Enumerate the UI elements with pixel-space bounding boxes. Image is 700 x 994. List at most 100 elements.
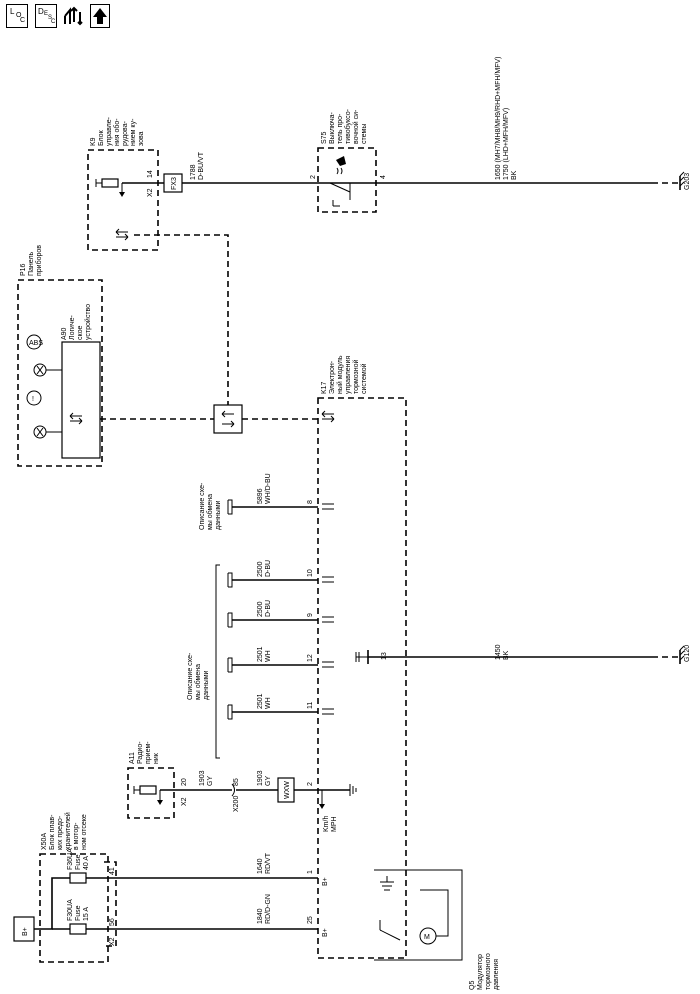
p16-label: P16 Панель приборов bbox=[20, 245, 43, 276]
x200-pin-85: 85 bbox=[233, 778, 240, 786]
k17-bplus-1: B+ bbox=[322, 877, 329, 886]
gateway-arrows-icon bbox=[221, 410, 235, 428]
k17-pin-13: 13 bbox=[381, 652, 388, 660]
svg-text:рудова-: рудова- bbox=[122, 120, 129, 146]
svg-text:!: ! bbox=[32, 396, 34, 403]
wire-1788-number: 1788 bbox=[190, 164, 197, 180]
svg-text:системой: системой bbox=[360, 363, 368, 394]
svg-text:Панель: Панель bbox=[28, 251, 35, 276]
svg-text:ном отсеке: ном отсеке bbox=[81, 814, 88, 850]
ground-g120-icon bbox=[679, 645, 685, 664]
a90-serial-arrows-icon bbox=[69, 412, 83, 425]
svg-text:тель про-: тель про- bbox=[337, 113, 344, 144]
a11-connector-icon bbox=[133, 785, 163, 805]
k17-bplus-2: B+ bbox=[322, 928, 329, 937]
k17-pin-1: 1 bbox=[307, 870, 314, 874]
location-button[interactable]: L O C bbox=[6, 4, 28, 28]
svg-text:ный модуль: ный модуль bbox=[336, 355, 344, 394]
svg-text:X50A: X50A bbox=[41, 833, 48, 850]
fx3-label: FX3 bbox=[171, 177, 178, 190]
svg-text:15 A: 15 A bbox=[83, 907, 90, 921]
description-button[interactable]: D E S C bbox=[35, 4, 57, 28]
location-button-label: L bbox=[10, 7, 15, 16]
wire-2500-b-color: D-BU bbox=[265, 600, 272, 617]
serial-link-k9 bbox=[134, 234, 229, 405]
serial-line-2500-a bbox=[227, 572, 334, 588]
a11-radio-box bbox=[127, 767, 175, 819]
k17-pin-2: 2 bbox=[307, 782, 314, 786]
serial-line-5896 bbox=[227, 499, 334, 515]
ground-label-g203: G203 bbox=[684, 173, 691, 190]
svg-text:K9: K9 bbox=[90, 137, 97, 146]
wire-2501-b-number: 2501 bbox=[257, 693, 264, 709]
wire-1650-color: BK bbox=[511, 170, 518, 180]
battery-positive-label: B+ bbox=[22, 927, 29, 936]
k17-pin-9: 9 bbox=[307, 613, 314, 617]
s75-pin-4: 4 bbox=[380, 175, 387, 179]
serial1-label: Описание схе- мы обмена данными bbox=[199, 482, 222, 530]
k17-serial-arrows-icon bbox=[321, 410, 335, 423]
navigate-connections-icon[interactable] bbox=[62, 4, 86, 28]
svg-text:зова: зова bbox=[138, 131, 145, 146]
svg-text:P16: P16 bbox=[20, 263, 27, 276]
x2-connector-outline bbox=[104, 861, 117, 947]
x200-inline-connector-icon bbox=[231, 783, 284, 797]
q5-label: Q5 Модулятор тормозного давления bbox=[469, 953, 500, 990]
a90-logic-unit-box bbox=[61, 341, 101, 459]
speed-unit-kmh: Km/h bbox=[323, 816, 330, 832]
up-arrow-icon bbox=[93, 8, 107, 24]
wire-1903-b-number: 1903 bbox=[257, 770, 264, 786]
serial-line-2500-b bbox=[227, 612, 334, 628]
wire-1640-number: 1640 bbox=[257, 858, 264, 874]
k17-label: K17 Электрон- ный модуль управления торм… bbox=[321, 355, 368, 394]
k17-pin-8: 8 bbox=[307, 500, 314, 504]
svg-text:Электрон-: Электрон- bbox=[329, 360, 336, 394]
x50a-pin-56: 56 bbox=[109, 918, 116, 926]
wire-1750-number: 1750 (LHD+MFH/MFV) bbox=[503, 108, 510, 180]
svg-text:Радио-: Радио- bbox=[137, 741, 144, 764]
wire-2501-a-color: WH bbox=[265, 650, 272, 662]
svg-text:K17: K17 bbox=[321, 381, 328, 394]
q5-ground-icon bbox=[380, 876, 394, 891]
up-arrow-button[interactable] bbox=[90, 4, 110, 28]
svg-text:тивобуксо-: тивобуксо- bbox=[344, 108, 352, 144]
f30ua-label: F30UA Fuse 15 A bbox=[67, 899, 90, 921]
svg-text:ское: ское bbox=[77, 325, 84, 340]
svg-text:приборов: приборов bbox=[35, 245, 43, 276]
svg-text:Q5: Q5 bbox=[469, 981, 476, 990]
wire-1903-b-color: GY bbox=[265, 776, 272, 786]
svg-text:Выключа-: Выключа- bbox=[329, 111, 336, 144]
location-button-label-3: C bbox=[20, 17, 26, 24]
svg-text:мы обмена: мы обмена bbox=[206, 494, 214, 530]
wire-1450-number: 1450 bbox=[495, 644, 502, 660]
svg-text:Fuse: Fuse bbox=[75, 854, 82, 870]
k9-module-box bbox=[87, 149, 159, 251]
svg-text:Блок плав-: Блок плав- bbox=[49, 814, 56, 850]
wire-1450-color: BK bbox=[503, 650, 510, 660]
svg-text:S75: S75 bbox=[321, 131, 328, 144]
description-button-label-3: S bbox=[48, 15, 53, 21]
s75-switch-box bbox=[317, 147, 377, 213]
svg-text:в мотор-: в мотор- bbox=[73, 822, 80, 850]
ground-g203-icon bbox=[679, 171, 685, 190]
k17-pin-12: 12 bbox=[307, 654, 314, 662]
wire-2500-a-number: 2500 bbox=[257, 561, 264, 577]
wire-5896-number: 5896 bbox=[257, 488, 264, 504]
a11-connector-x2: X2 bbox=[181, 797, 188, 806]
svg-text:A90: A90 bbox=[61, 327, 68, 340]
a90-label: A90 Логиче- ское устройство bbox=[61, 304, 92, 340]
wire-1640-color: RD/VT bbox=[265, 852, 272, 874]
svg-text:хранителей: хранителей bbox=[64, 812, 72, 850]
svg-text:тормозной: тормозной bbox=[352, 359, 360, 394]
location-button-label-2: O bbox=[16, 12, 22, 19]
svg-text:прием-: прием- bbox=[145, 741, 152, 764]
ground-label-g120: G120 bbox=[684, 645, 691, 662]
svg-text:ABS: ABS bbox=[29, 340, 43, 347]
k9-serial-arrows-icon bbox=[115, 228, 129, 241]
k17-pin-11: 11 bbox=[307, 702, 314, 709]
svg-text:Модулятор: Модулятор bbox=[477, 954, 484, 990]
fuse-f30ua bbox=[69, 923, 87, 935]
svg-text:данными: данными bbox=[203, 670, 210, 700]
svg-text:Fuse: Fuse bbox=[75, 905, 82, 921]
svg-text:ния обо-: ния обо- bbox=[113, 118, 121, 146]
